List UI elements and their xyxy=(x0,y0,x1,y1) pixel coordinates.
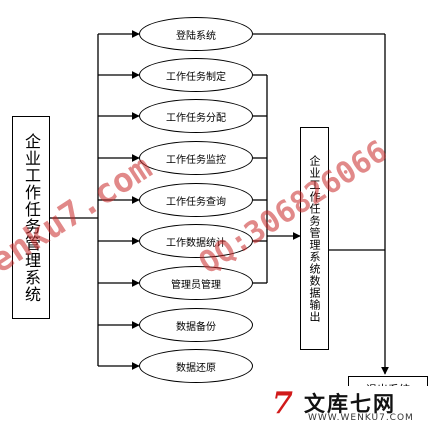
wenku7-logo: 7 文库七网 WWW.WENKU7.COM xyxy=(270,386,441,428)
module-task-create: 工作任务制定 xyxy=(139,58,253,92)
module-data-restore: 数据还原 xyxy=(139,349,253,383)
data-output-box: 企业工作任务管理系统数据输出 xyxy=(300,127,329,350)
module-task-monitor: 工作任务监控 xyxy=(139,141,253,175)
module-task-assign: 工作任务分配 xyxy=(139,99,253,133)
root-system-box: 企业工作任务管理系统 xyxy=(12,116,50,319)
module-login: 登陆系统 xyxy=(139,17,253,51)
root-system-label: 企业工作任务管理系统 xyxy=(22,132,41,303)
module-data-backup: 数据备份 xyxy=(139,308,253,342)
logo-mark-icon: 7 xyxy=(272,386,293,421)
logo-name: 文库七网 xyxy=(304,392,396,416)
module-data-stats: 工作数据统计 xyxy=(139,224,253,258)
logo-url: WWW.WENKU7.COM xyxy=(308,413,414,423)
data-output-label: 企业工作任务管理系统数据输出 xyxy=(308,154,321,323)
module-admin-manage: 管理员管理 xyxy=(139,266,253,300)
module-task-query: 工作任务查询 xyxy=(139,183,253,217)
